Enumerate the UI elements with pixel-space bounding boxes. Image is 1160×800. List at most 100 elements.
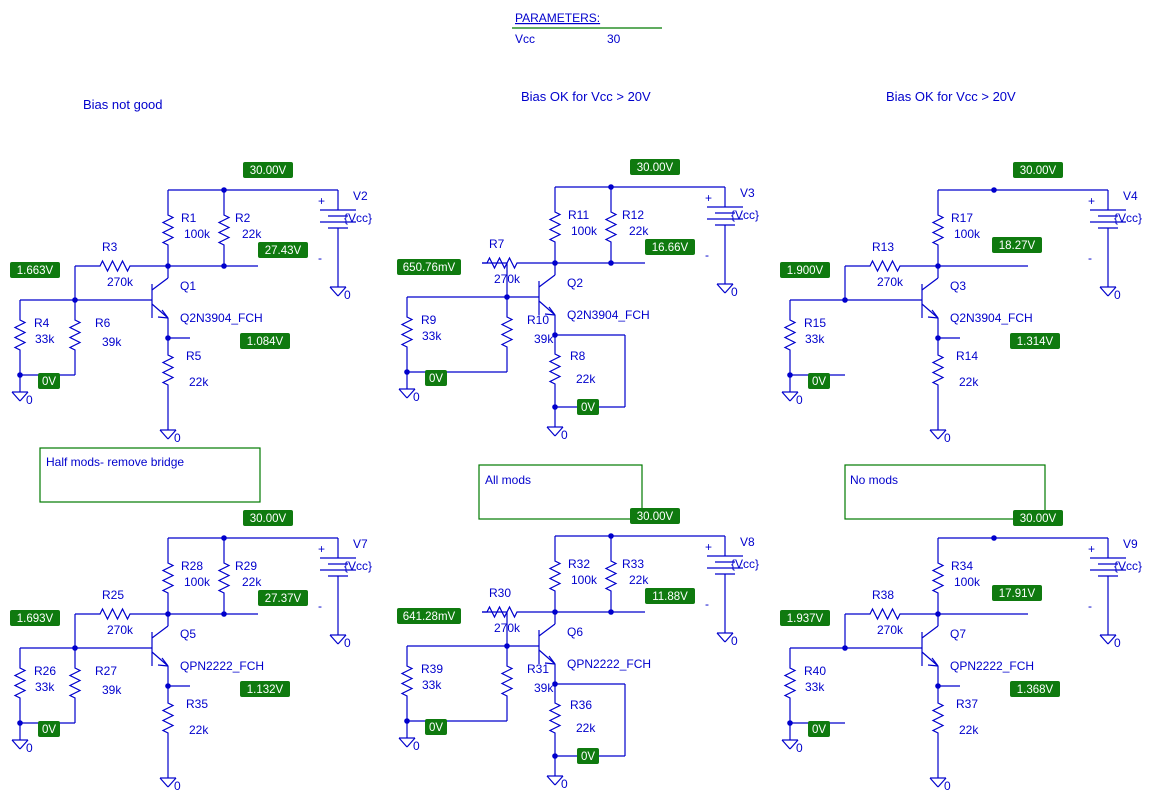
collector-voltage-badge: 18.27V xyxy=(992,237,1042,253)
resistor-rb2-value: 39k xyxy=(102,683,122,697)
emitter-voltage-badge-text: 1.368V xyxy=(1017,684,1054,696)
resistor-re xyxy=(548,698,562,738)
ground-symbol: 0 xyxy=(929,777,951,793)
source-value: {Vcc} xyxy=(1114,559,1142,573)
resistor-re xyxy=(548,349,562,389)
source-value: {Vcc} xyxy=(1114,211,1142,225)
bottom-voltage-badge-bg xyxy=(38,373,60,389)
resistor-rb xyxy=(482,605,522,619)
base-voltage-badge-text: 650.76mV xyxy=(403,262,456,274)
collector-voltage-badge: 27.43V xyxy=(258,242,308,258)
resistor-rc xyxy=(931,210,945,250)
collector-voltage-badge-bg xyxy=(645,588,695,604)
resistor-rb-value: 270k xyxy=(494,621,521,635)
source-minus-sign: - xyxy=(705,248,709,262)
voltage-source-v9: +-V9{Vcc} xyxy=(1088,537,1142,635)
source-name: V7 xyxy=(353,537,368,551)
transistor-name: Q2 xyxy=(567,276,583,290)
circuit-q5: 30.00V+-V7{Vcc}0R28100kR2922k27.37VQ5QPN… xyxy=(10,510,372,793)
bottom-voltage-badge: 0V xyxy=(38,373,60,389)
ground-symbol-label: 0 xyxy=(413,390,420,404)
resistor-rb xyxy=(865,607,905,621)
text-box-all-mods-label: All mods xyxy=(485,473,531,487)
source-name: V2 xyxy=(353,189,368,203)
voltage-source-v8: +-V8{Vcc} xyxy=(705,535,759,633)
transistor-name: Q7 xyxy=(950,627,966,641)
ground-symbol: 0 xyxy=(159,777,181,793)
resistor-rl xyxy=(604,207,618,247)
bottom-voltage-badge: 0V xyxy=(38,721,60,737)
resistor-rbot-name: R15 xyxy=(804,316,826,330)
bottom-voltage-badge: 0V xyxy=(425,719,447,735)
source-name: V9 xyxy=(1123,537,1138,551)
supply-voltage-badge-bg xyxy=(243,162,293,178)
collector-voltage-badge-bg xyxy=(258,242,308,258)
transistor-name: Q3 xyxy=(950,279,966,293)
resistor-rb2-name: R10 xyxy=(527,313,549,327)
resistor-re-name: R14 xyxy=(956,349,978,363)
source-minus-sign: - xyxy=(318,251,322,265)
source-minus-sign: - xyxy=(705,597,709,611)
collector-voltage-badge-bg xyxy=(645,239,695,255)
ground-symbol: 0 xyxy=(716,632,738,648)
resistor-rb2 xyxy=(68,315,82,355)
text-box-all-mods: All mods xyxy=(478,464,643,520)
base-voltage-badge-bg xyxy=(780,262,830,278)
circuit-q6: 30.00V+-V8{Vcc}0R32100kR3322k11.88VQ6QPN… xyxy=(397,508,759,791)
bottom-voltage-badge-bg xyxy=(425,370,447,386)
source-minus-sign: - xyxy=(1088,251,1092,265)
ground-symbol: 0 xyxy=(11,391,33,407)
note-bias-not-good: Bias not good xyxy=(83,97,163,112)
bottom-voltage-badge: 0V xyxy=(808,721,830,737)
ground-symbol: 0 xyxy=(1099,634,1121,650)
supply-voltage-badge: 30.00V xyxy=(1013,510,1063,526)
parameter-name: Vcc xyxy=(515,32,535,46)
resistor-rc-value: 100k xyxy=(184,227,211,241)
ground-symbol-label: 0 xyxy=(26,393,33,407)
supply-voltage-badge-bg xyxy=(1013,510,1063,526)
base-voltage-badge-text: 1.663V xyxy=(17,265,54,277)
source-plus-sign: + xyxy=(1088,542,1095,556)
transistor-model: QPN2222_FCH xyxy=(567,657,651,671)
resistor-rc xyxy=(161,558,175,598)
resistor-rb xyxy=(95,259,135,273)
supply-voltage-badge: 30.00V xyxy=(243,162,293,178)
text-box-half-mods-label: Half mods- remove bridge xyxy=(46,455,184,469)
resistor-re-value: 22k xyxy=(576,372,596,386)
resistor-rb2-value: 39k xyxy=(534,332,554,346)
source-name: V4 xyxy=(1123,189,1138,203)
circuit-q7: 30.00V+-V9{Vcc}0R34100k17.91VQ7QPN2222_F… xyxy=(780,510,1142,793)
collector-voltage-badge-text: 27.43V xyxy=(265,245,302,257)
resistor-rl xyxy=(217,558,231,598)
resistor-re xyxy=(931,698,945,738)
ground-symbol-label: 0 xyxy=(731,634,738,648)
collector-voltage-badge-text: 11.88V xyxy=(652,591,688,603)
circuit-q3: 30.00V+-V4{Vcc}0R17100k18.27VQ3Q2N3904_F… xyxy=(780,162,1142,445)
bottom-voltage-badge-bg xyxy=(808,373,830,389)
resistor-rbot xyxy=(13,315,27,355)
resistor-rbot xyxy=(783,663,797,703)
bottom-voltage-badge-bg xyxy=(425,719,447,735)
parameter-value: 30 xyxy=(607,32,621,46)
resistor-rl-name: R2 xyxy=(235,211,251,225)
resistor-rc-name: R1 xyxy=(181,211,197,225)
supply-voltage-badge: 30.00V xyxy=(630,159,680,175)
supply-voltage-badge-bg xyxy=(630,508,680,524)
bottom-voltage-badge: 0V xyxy=(808,373,830,389)
resistor-rbot xyxy=(400,661,414,701)
transistor-model: Q2N3904_FCH xyxy=(950,311,1033,325)
resistor-rb-value: 270k xyxy=(877,623,904,637)
resistor-re-name: R36 xyxy=(570,698,592,712)
resistor-rc-value: 100k xyxy=(571,224,598,238)
resistor-rb-value: 270k xyxy=(877,275,904,289)
voltage-source-v7: +-V7{Vcc} xyxy=(318,537,372,635)
ground-symbol-label: 0 xyxy=(26,741,33,755)
source-plus-sign: + xyxy=(1088,194,1095,208)
resistor-rl-value: 22k xyxy=(629,573,649,587)
resistor-rb-name: R30 xyxy=(489,586,511,600)
note-bias-ok-right: Bias OK for Vcc > 20V xyxy=(886,89,1016,104)
resistor-rl xyxy=(604,556,618,596)
source-plus-sign: + xyxy=(318,542,325,556)
bottom-voltage-badge-bg xyxy=(808,721,830,737)
